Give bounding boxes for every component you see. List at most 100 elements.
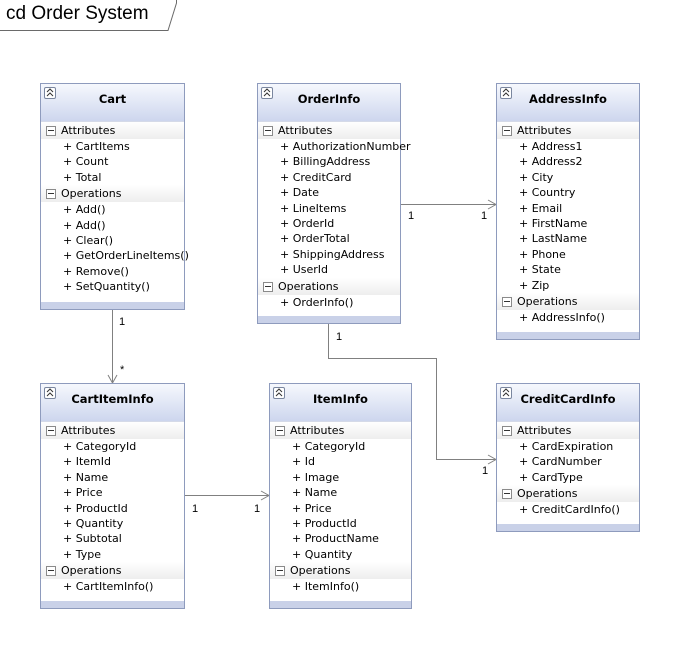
operation-item[interactable]: + OrderInfo() bbox=[280, 295, 354, 309]
attribute-item[interactable]: + FirstName bbox=[519, 216, 588, 230]
attribute-item[interactable]: + LastName bbox=[519, 232, 588, 246]
attribute-item[interactable]: + Name bbox=[292, 486, 338, 500]
attribute-item[interactable]: + Price bbox=[292, 501, 332, 515]
operations-section-header[interactable]: Operations bbox=[497, 485, 639, 503]
attribute-item[interactable]: + CategoryId bbox=[63, 440, 137, 453]
attribute-item[interactable]: + Phone bbox=[519, 247, 566, 261]
operations-section-header[interactable]: Operations bbox=[41, 185, 184, 203]
attribute-item[interactable]: + Zip bbox=[519, 278, 550, 292]
minus-box-icon[interactable] bbox=[263, 126, 273, 136]
attribute-item[interactable]: + CardNumber bbox=[519, 455, 602, 469]
attribute-item[interactable]: + ShippingAddress bbox=[280, 247, 385, 261]
class-creditcardinfo[interactable]: CreditCardInfo Attributes + CardExpirati… bbox=[496, 383, 640, 532]
minus-box-icon[interactable] bbox=[502, 126, 512, 136]
attribute-list: + CategoryId + Id + Image + Name + Price… bbox=[270, 439, 411, 562]
operation-item[interactable]: + CreditCardInfo() bbox=[519, 503, 620, 517]
minus-box-icon[interactable] bbox=[502, 296, 512, 307]
double-chevron-up-icon[interactable] bbox=[500, 87, 512, 99]
attribute-item[interactable]: + State bbox=[519, 263, 561, 277]
class-header: ItemInfo bbox=[270, 384, 411, 422]
operations-section-header[interactable]: Operations bbox=[41, 562, 184, 580]
attribute-item[interactable]: + Subtotal bbox=[63, 532, 122, 546]
operation-item[interactable]: + GetOrderLineItems() bbox=[63, 249, 189, 263]
attribute-item[interactable]: + Email bbox=[519, 201, 563, 215]
attribute-item[interactable]: + Country bbox=[519, 186, 576, 200]
minus-box-icon[interactable] bbox=[46, 426, 56, 436]
minus-box-icon[interactable] bbox=[46, 189, 56, 200]
class-cart[interactable]: Cart Attributes + CartItems + Count + To… bbox=[40, 83, 189, 310]
diagram-title: cd Order System bbox=[6, 3, 149, 24]
section-label: Operations bbox=[290, 564, 351, 578]
operations-section-header[interactable]: Operations bbox=[258, 277, 400, 295]
attribute-item[interactable]: + BillingAddress bbox=[280, 155, 371, 169]
minus-box-icon[interactable] bbox=[502, 426, 512, 436]
double-chevron-up-icon[interactable] bbox=[44, 387, 56, 399]
attribute-item[interactable]: + CreditCard bbox=[280, 170, 352, 184]
class-cartiteminfo[interactable]: CartItemInfo Attributes + CategoryId + I… bbox=[40, 383, 185, 609]
section-label: Attributes bbox=[517, 124, 572, 137]
attribute-item[interactable]: + Address2 bbox=[519, 155, 583, 169]
operation-item[interactable]: + ItemInfo() bbox=[292, 580, 360, 594]
attribute-item[interactable]: + CardType bbox=[519, 470, 583, 484]
double-chevron-up-icon[interactable] bbox=[261, 87, 273, 99]
double-chevron-up-icon[interactable] bbox=[273, 387, 285, 399]
attribute-item[interactable]: + ItemId bbox=[63, 455, 111, 469]
attribute-item[interactable]: + Image bbox=[292, 470, 340, 484]
attribute-item[interactable]: + City bbox=[519, 170, 554, 184]
class-addressinfo[interactable]: AddressInfo Attributes + Address1 + Addr… bbox=[496, 83, 640, 340]
attribute-item[interactable]: + Total bbox=[63, 170, 102, 184]
section-label: Attributes bbox=[278, 124, 333, 137]
operation-item[interactable]: + Clear() bbox=[63, 233, 114, 247]
class-header: AddressInfo bbox=[497, 84, 639, 122]
attribute-item[interactable]: + Price bbox=[63, 486, 103, 500]
attribute-item[interactable]: + Quantity bbox=[292, 547, 353, 561]
attribute-item[interactable]: + Type bbox=[63, 547, 101, 561]
operations-section-header[interactable]: Operations bbox=[497, 292, 639, 310]
attribute-item[interactable]: + Count bbox=[63, 155, 109, 169]
operations-section-header[interactable]: Operations bbox=[270, 562, 411, 580]
minus-box-icon[interactable] bbox=[275, 566, 285, 577]
minus-box-icon[interactable] bbox=[46, 126, 56, 136]
operation-item[interactable]: + Add() bbox=[63, 218, 106, 232]
attribute-item[interactable]: + Date bbox=[280, 186, 320, 200]
attribute-item[interactable]: + Id bbox=[292, 455, 315, 469]
minus-box-icon[interactable] bbox=[263, 281, 273, 292]
minus-box-icon[interactable] bbox=[502, 489, 512, 500]
class-iteminfo[interactable]: ItemInfo Attributes + CategoryId + Id + … bbox=[269, 383, 412, 609]
section-label: Operations bbox=[517, 487, 578, 501]
double-chevron-up-icon[interactable] bbox=[44, 87, 56, 99]
attributes-section-header[interactable]: Attributes bbox=[41, 122, 184, 139]
attribute-item[interactable]: + CategoryId bbox=[292, 440, 366, 453]
class-footer bbox=[497, 332, 639, 339]
minus-box-icon[interactable] bbox=[46, 566, 56, 577]
operation-item[interactable]: + AddressInfo() bbox=[519, 310, 605, 324]
attribute-item[interactable]: + Quantity bbox=[63, 516, 124, 530]
attributes-section-header[interactable]: Attributes bbox=[497, 122, 639, 139]
attribute-item[interactable]: + ProductName bbox=[292, 532, 379, 546]
double-chevron-up-icon[interactable] bbox=[500, 387, 512, 399]
attribute-item[interactable]: + AuthorizationNumber bbox=[280, 140, 411, 153]
minus-box-icon[interactable] bbox=[275, 426, 285, 436]
attribute-list: + CategoryId + ItemId + Name + Price + P… bbox=[41, 439, 184, 562]
attributes-section-header[interactable]: Attributes bbox=[497, 422, 639, 439]
operation-item[interactable]: + CartItemInfo() bbox=[63, 580, 154, 594]
operation-item[interactable]: + Remove() bbox=[63, 264, 129, 278]
operation-item[interactable]: + Add() bbox=[63, 203, 106, 217]
attribute-item[interactable]: + OrderTotal bbox=[280, 232, 350, 246]
operation-item[interactable]: + SetQuantity() bbox=[63, 280, 150, 294]
attribute-item[interactable]: + ProductId bbox=[292, 516, 357, 530]
attributes-section-header[interactable]: Attributes bbox=[258, 122, 400, 139]
attribute-item[interactable]: + CardExpiration bbox=[519, 440, 614, 453]
class-orderinfo[interactable]: OrderInfo Attributes + AuthorizationNumb… bbox=[257, 83, 411, 324]
operation-list: + Add() + Add() + Clear() + GetOrderLine… bbox=[41, 202, 189, 294]
operation-list: + ItemInfo() bbox=[270, 579, 411, 594]
attribute-item[interactable]: + CartItems bbox=[63, 140, 130, 153]
attributes-section-header[interactable]: Attributes bbox=[270, 422, 411, 439]
attribute-item[interactable]: + ProductId bbox=[63, 501, 128, 515]
attribute-item[interactable]: + Address1 bbox=[519, 140, 583, 153]
attribute-item[interactable]: + LineItems bbox=[280, 201, 347, 215]
attribute-item[interactable]: + UserId bbox=[280, 263, 329, 277]
attributes-section-header[interactable]: Attributes bbox=[41, 422, 184, 439]
attribute-item[interactable]: + OrderId bbox=[280, 216, 335, 230]
attribute-item[interactable]: + Name bbox=[63, 470, 109, 484]
